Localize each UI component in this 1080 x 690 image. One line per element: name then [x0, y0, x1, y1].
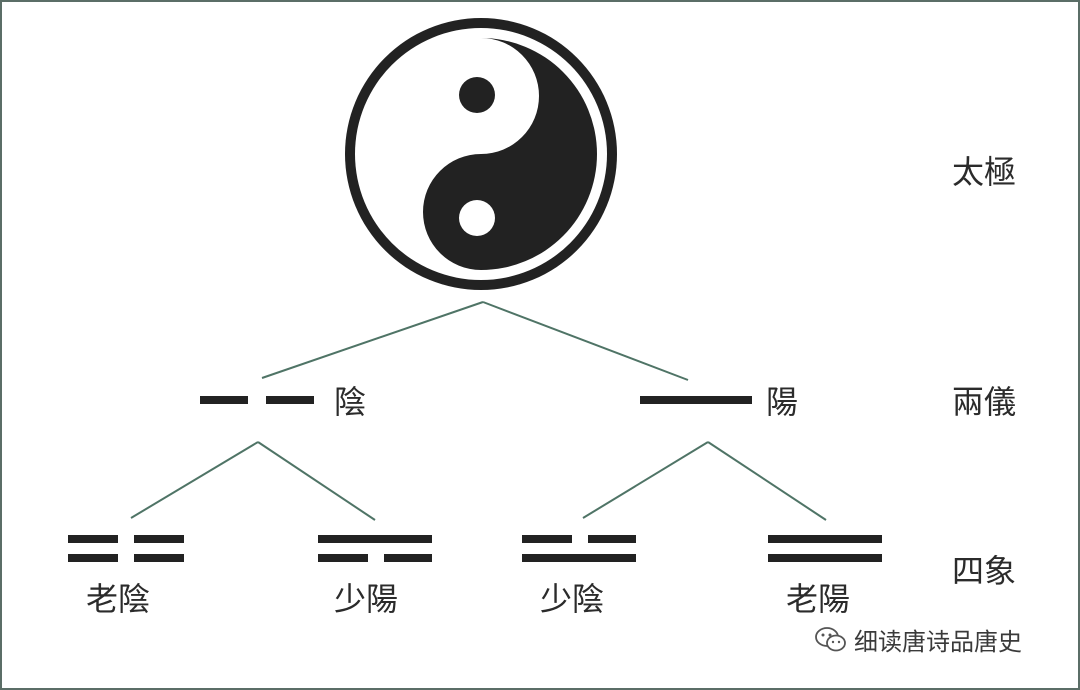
young-yin-label: 少陰 — [540, 580, 605, 618]
young-yin-symbol — [522, 535, 636, 562]
level-label-sixiang: 四象 — [952, 552, 1017, 590]
connector-taiji-yang — [482, 301, 689, 381]
old-yin-label: 老陰 — [86, 580, 151, 618]
connector-yang-oldyang — [707, 441, 827, 521]
connector-taiji-yin — [261, 301, 484, 379]
watermark-text: 细读唐诗品唐史 — [854, 628, 1022, 656]
level-label-taiji: 太極 — [952, 153, 1017, 191]
connector-yin-youngyang — [257, 441, 376, 521]
wechat-icon — [815, 626, 846, 651]
connector-yang-youngyin — [582, 441, 709, 519]
yin-label: 陰 — [334, 383, 367, 421]
yin-line-symbol — [200, 396, 314, 404]
yang-line-symbol — [640, 396, 752, 404]
old-yang-symbol — [768, 535, 882, 562]
young-yang-label: 少陽 — [334, 580, 399, 618]
level-label-liangyi: 兩儀 — [952, 383, 1017, 421]
old-yin-symbol — [68, 535, 184, 562]
yang-label: 陽 — [766, 383, 799, 421]
connector-lines — [130, 301, 827, 521]
young-yang-symbol — [318, 535, 432, 562]
watermark: 细读唐诗品唐史 — [814, 622, 1022, 657]
connector-yin-oldyin — [130, 441, 259, 519]
old-yang-label: 老陽 — [786, 580, 851, 618]
yin-yang-icon — [345, 18, 617, 290]
